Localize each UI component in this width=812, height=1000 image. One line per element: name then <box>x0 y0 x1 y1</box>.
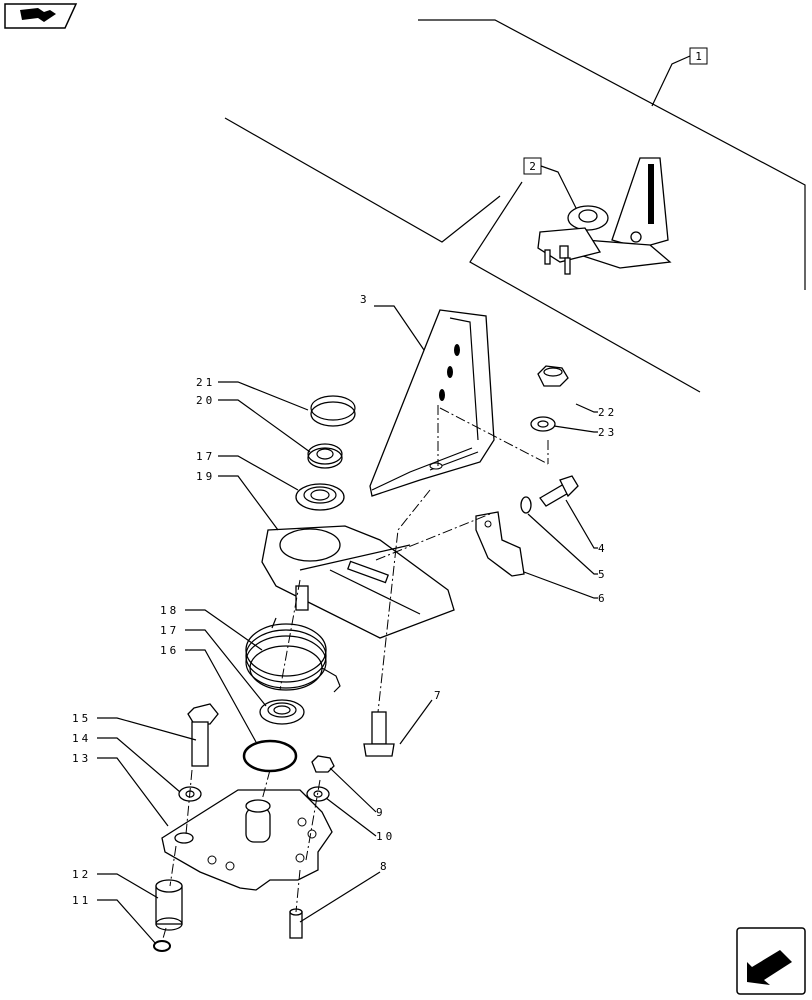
part-5-washer <box>520 496 532 514</box>
callout-22: 22 <box>598 406 617 419</box>
callout-7: 7 <box>434 689 444 702</box>
part-21-cap <box>310 395 356 427</box>
callout-1: 1 <box>651 47 708 107</box>
part-17-upper-bearing <box>295 483 345 511</box>
callout-labels: 3 4 5 6 7 8 9 10 11 12 13 14 15 16 17 17… <box>72 293 617 907</box>
callout-17-lower: 17 <box>160 624 179 637</box>
callout-19: 19 <box>196 470 215 483</box>
callout-12: 12 <box>72 868 91 881</box>
svg-text:1: 1 <box>695 50 702 63</box>
part-6-plate <box>475 511 525 577</box>
overview-assembly <box>537 157 672 275</box>
assembly-axes <box>161 405 549 943</box>
callout-16: 16 <box>160 644 179 657</box>
part-18-spring <box>245 617 341 693</box>
part-16-o-ring <box>242 739 298 773</box>
callout-5: 5 <box>598 568 608 581</box>
callout-2: 2 <box>523 157 577 209</box>
callout-15: 15 <box>72 712 91 725</box>
book-arrow-icon[interactable] <box>4 3 78 29</box>
part-12-bushing <box>155 879 183 931</box>
part-7-bolt <box>363 711 395 757</box>
callout-8: 8 <box>380 860 390 873</box>
part-4-bolt <box>539 475 579 507</box>
svg-text:2: 2 <box>529 160 536 173</box>
part-17-lower-bearing <box>259 699 305 725</box>
leader-lines <box>97 305 598 945</box>
part-8-pin <box>289 908 303 939</box>
callout-4: 4 <box>598 542 608 555</box>
callout-10: 10 <box>376 830 395 843</box>
callout-3: 3 <box>360 293 370 306</box>
part-22-lock-nut <box>537 365 569 387</box>
callout-13: 13 <box>72 752 91 765</box>
callout-17-upper: 17 <box>196 450 215 463</box>
callout-21: 21 <box>196 376 215 389</box>
part-20-nut <box>307 443 343 469</box>
callout-6: 6 <box>598 592 608 605</box>
overview-bracket <box>224 19 806 393</box>
part-23-washer <box>530 416 556 432</box>
callout-23: 23 <box>598 426 617 439</box>
callout-18: 18 <box>160 604 179 617</box>
callout-11: 11 <box>72 894 91 907</box>
part-11-ring <box>153 940 171 952</box>
callout-20: 20 <box>196 394 215 407</box>
part-9-nut <box>311 755 335 773</box>
part-13-base-plate <box>161 789 333 891</box>
callout-9: 9 <box>376 806 386 819</box>
navigate-arrow-icon[interactable] <box>736 927 806 995</box>
part-19-pedal-body <box>261 525 455 639</box>
part-15-bolt <box>187 703 219 767</box>
part-3-bracket <box>369 309 495 497</box>
callout-14: 14 <box>72 732 91 745</box>
